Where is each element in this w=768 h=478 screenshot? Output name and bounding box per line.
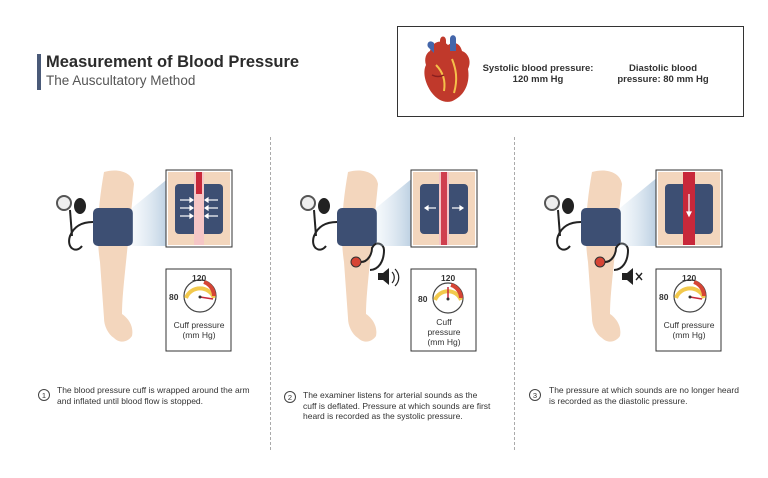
cuff	[93, 208, 133, 246]
arm	[341, 170, 378, 342]
gauge-caption: Cuff pressure (mm Hg)	[173, 320, 225, 340]
step-description: The examiner listens for arterial sounds…	[303, 390, 491, 421]
gauge-caption: Cuff pressure (mm Hg)	[427, 317, 461, 347]
arm	[97, 170, 134, 342]
gauge-icon	[56, 195, 72, 211]
panel-divider	[270, 137, 271, 450]
stethoscope-icon	[594, 256, 606, 268]
step-number: 1	[38, 389, 50, 401]
zoom-box	[655, 169, 723, 248]
heart-icon	[424, 35, 470, 102]
legend-box: Systolic blood pressure: 120 mm Hg Diast…	[397, 26, 744, 117]
speaker-muted-icon	[622, 268, 643, 285]
gauge-value-top: 120	[192, 273, 207, 283]
title-accent-bar	[37, 54, 41, 90]
gauge-icon	[300, 195, 316, 211]
stethoscope-icon	[350, 256, 362, 268]
gauge-value-top: 120	[682, 273, 697, 283]
legend-systolic: Systolic blood pressure: 120 mm Hg	[482, 63, 594, 85]
gauge-icon	[544, 195, 560, 211]
page-subtitle: The Auscultatory Method	[46, 73, 196, 88]
speaker-on-icon	[378, 268, 400, 287]
step-description: The blood pressure cuff is wrapped aroun…	[57, 385, 250, 406]
bulb-icon	[318, 198, 330, 214]
cuff	[337, 208, 377, 246]
gauge-value-left: 80	[169, 292, 179, 302]
step-number: 2	[284, 391, 296, 403]
zoom-box	[410, 169, 478, 248]
legend-diastolic: Diastolic blood pressure: 80 mm Hg	[617, 63, 709, 85]
gauge-value-left: 80	[659, 292, 669, 302]
bulb-icon	[562, 198, 574, 214]
arm	[585, 170, 622, 342]
gauge-caption: Cuff pressure (mm Hg)	[663, 320, 715, 340]
step-description: The pressure at which sounds are no long…	[549, 385, 739, 406]
zoom-box	[165, 169, 233, 248]
cuff	[581, 208, 621, 246]
gauge-value-left: 80	[418, 294, 428, 304]
page-title: Measurement of Blood Pressure	[46, 53, 300, 71]
step-number: 3	[529, 389, 541, 401]
panel-divider	[514, 137, 515, 450]
bulb-icon	[74, 198, 86, 214]
gauge-value-top: 120	[441, 273, 456, 283]
